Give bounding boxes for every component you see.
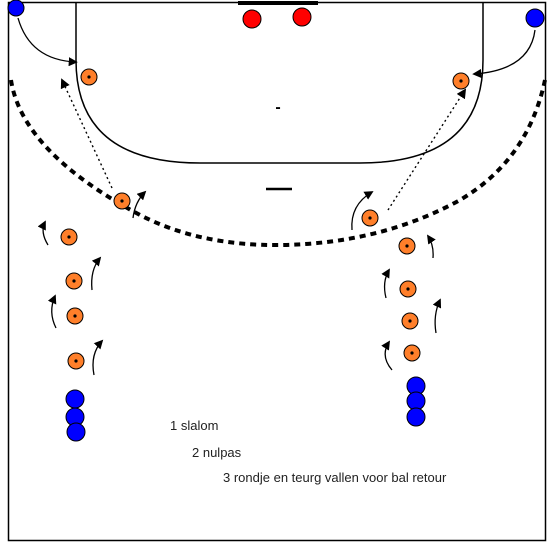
movement-arrows — [37, 190, 442, 376]
cone — [80, 68, 98, 86]
cone — [398, 237, 416, 255]
run-arrow-top-left — [17, 17, 78, 67]
player-blue-top-left — [7, 0, 25, 17]
goal-area-line — [75, 2, 484, 164]
player-queue-right — [406, 376, 426, 427]
instruction-2: 2 nulpas — [192, 445, 242, 460]
player-queue-left — [65, 389, 86, 442]
run-arrow-top-right — [472, 29, 536, 79]
curve-arrow — [381, 268, 390, 299]
curve-arrow — [432, 298, 442, 334]
cone — [403, 344, 421, 362]
player-blue — [406, 391, 426, 411]
curve-arrow — [426, 234, 436, 259]
curve-arrow — [351, 191, 374, 231]
cones — [60, 68, 470, 370]
curve-arrow — [132, 190, 147, 219]
cone — [65, 272, 83, 290]
curve-arrow — [92, 339, 104, 376]
free-throw-line — [9, 79, 547, 248]
cone — [401, 312, 419, 330]
curve-arrow — [47, 294, 57, 329]
cone — [452, 72, 470, 90]
curve-arrow — [37, 220, 49, 246]
cone — [361, 209, 379, 227]
defender-red-left — [242, 9, 262, 29]
cone — [399, 280, 417, 298]
player-blue — [66, 422, 86, 442]
curve-arrow — [381, 340, 393, 371]
cone — [113, 192, 131, 210]
cone — [67, 352, 85, 370]
instruction-3: 3 rondje en teurg vallen voor bal retour — [223, 470, 447, 485]
cone — [60, 228, 78, 246]
player-blue — [65, 389, 85, 409]
defender-red-right — [292, 7, 312, 27]
instruction-1: 1 slalom — [170, 418, 219, 433]
goal-area-mark: - — [275, 99, 280, 116]
player-blue-top-right — [525, 8, 545, 28]
cone — [66, 307, 84, 325]
player-blue — [406, 407, 426, 427]
curve-arrow — [91, 256, 102, 291]
pass-line-left — [60, 78, 113, 189]
pass-line-right — [387, 88, 467, 211]
